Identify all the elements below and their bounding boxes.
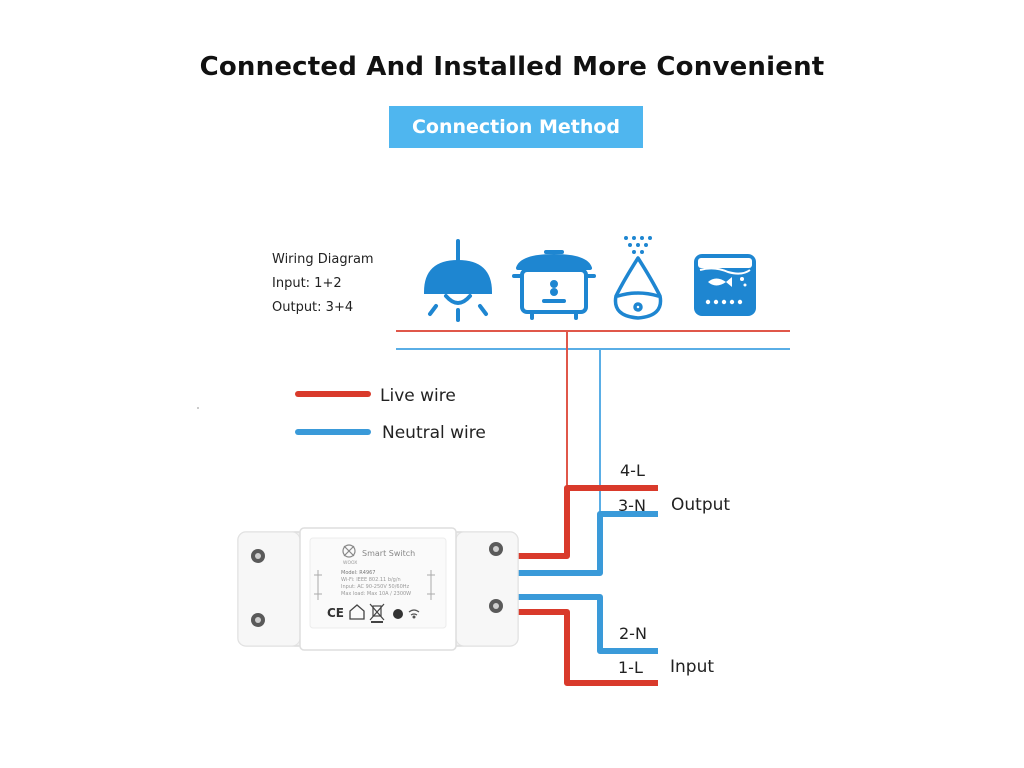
output-neutral-wire xyxy=(516,511,658,576)
info-output: Output: 3+4 xyxy=(272,300,354,315)
device-spec-load: Max load: Max 10A / 2300W xyxy=(341,591,411,597)
input-label: Input xyxy=(670,657,714,677)
mounting-screw-bottom-right xyxy=(489,599,503,613)
info-input: Input: 1+2 xyxy=(272,276,342,291)
wiring-info: Wiring Diagram Input: 1+2 Output: 3+4 xyxy=(272,248,374,320)
device-spec-wifi: Wi-Fi: IEEE 802.11 b/g/n xyxy=(341,577,401,583)
wifi-indicator-icon xyxy=(408,609,420,619)
device-name: Smart Switch xyxy=(362,549,415,558)
page-title: Connected And Installed More Convenient xyxy=(199,52,825,82)
neutral-wire-legend-label: Neutral wire xyxy=(382,423,486,443)
pendant-lamp-icon xyxy=(423,239,493,322)
input-live-wire xyxy=(516,609,658,686)
rice-cooker-icon xyxy=(512,250,596,320)
output-label: Output xyxy=(671,495,730,515)
connection-method-banner: Connection Method xyxy=(389,106,643,148)
mounting-screw-bottom-left xyxy=(251,613,265,627)
weee-bin-icon xyxy=(369,603,385,623)
input-neutral-wire xyxy=(516,594,658,654)
aquarium-icon xyxy=(694,254,756,316)
device-brand: WOOX xyxy=(343,560,357,566)
smart-switch-device: WOOX Smart Switch Model: R4967 Wi-Fi: IE… xyxy=(237,527,519,651)
output-live-wire xyxy=(516,485,658,559)
info-heading: Wiring Diagram xyxy=(272,252,374,267)
side-terminal-marks-right xyxy=(427,570,435,600)
terminal-1-label: 1-L xyxy=(618,658,643,677)
mounting-screw-top-left xyxy=(251,549,265,563)
terminal-2-label: 2-N xyxy=(619,624,647,643)
pairing-button[interactable] xyxy=(393,609,403,619)
terminal-3-label: 3-N xyxy=(618,496,646,515)
humidifier-icon xyxy=(613,236,663,320)
ce-mark: CE xyxy=(327,606,344,620)
device-spec-model: Model: R4967 xyxy=(341,570,376,576)
stray-dot xyxy=(197,407,199,409)
terminal-4-label: 4-L xyxy=(620,461,645,480)
live-wire-legend-label: Live wire xyxy=(380,386,456,406)
brand-logo-icon xyxy=(342,544,356,558)
device-spec-input: Input: AC 90-250V 50/60Hz xyxy=(341,584,410,590)
side-terminal-marks-left xyxy=(314,570,322,600)
home-icon xyxy=(349,604,365,620)
banner-label: Connection Method xyxy=(411,116,621,138)
mounting-screw-top-right xyxy=(489,542,503,556)
